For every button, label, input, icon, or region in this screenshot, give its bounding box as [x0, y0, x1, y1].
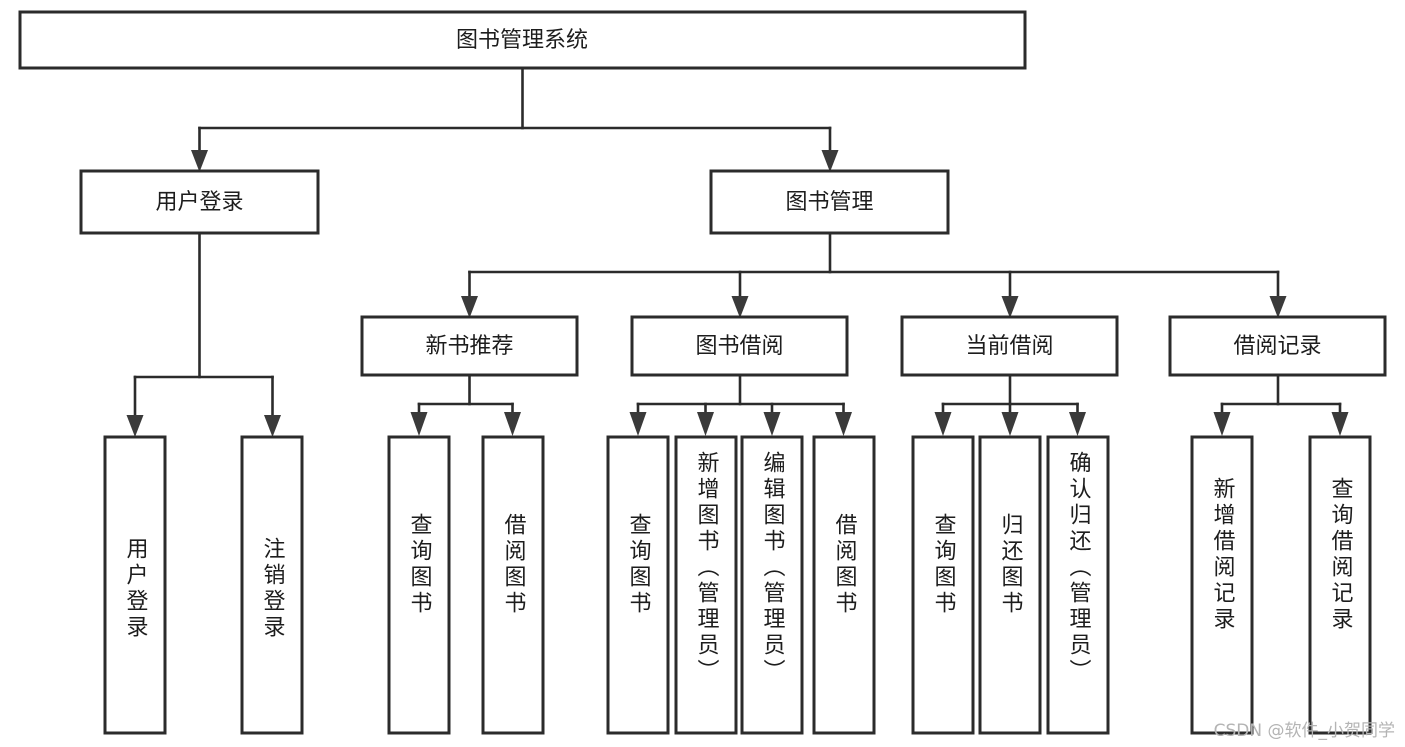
- leaf-query-record[interactable]: 查询借阅记录: [1308, 435, 1372, 735]
- leaf-user-login-label: 用户登录: [123, 537, 149, 641]
- leaf-borrow-book-1-label: 借阅图书: [501, 513, 527, 617]
- arrow-head-new-book-recommend: [461, 296, 478, 318]
- leaf-return-book-label: 归还图书: [998, 513, 1024, 617]
- leaf-query-book-3-box[interactable]: [911, 435, 975, 735]
- arrow-head-book-management: [821, 150, 839, 172]
- node-current-borrow[interactable]: 当前借阅: [900, 315, 1119, 377]
- node-book-borrow-box[interactable]: [630, 315, 849, 377]
- leaf-query-book-2-box[interactable]: [606, 435, 670, 735]
- arrow-head-user-login: [191, 150, 208, 172]
- leaf-edit-book-label: 编辑图书（管理员）: [760, 451, 786, 685]
- leaf-confirm-return-box[interactable]: [1046, 435, 1110, 735]
- node-new-book-recommend-label: 新书推荐: [425, 334, 513, 359]
- node-user-login[interactable]: 用户登录: [79, 169, 320, 235]
- leaf-query-book-2-label: 查询图书: [626, 513, 652, 617]
- leaf-query-book-1[interactable]: 查询图书: [387, 435, 451, 735]
- node-root-label: 图书管理系统: [456, 28, 588, 53]
- arrow-head-leaf-query-book-3: [934, 412, 952, 436]
- leaf-query-book-1-box[interactable]: [387, 435, 451, 735]
- leaf-edit-book[interactable]: 编辑图书（管理员）: [740, 435, 804, 735]
- node-book-borrow-label: 图书借阅: [695, 334, 783, 359]
- arrow-head-book-borrow: [731, 296, 749, 318]
- node-new-book-recommend[interactable]: 新书推荐: [360, 315, 579, 377]
- leaf-borrow-book-2-label: 借阅图书: [832, 513, 858, 617]
- leaf-logout-box[interactable]: [240, 435, 304, 735]
- leaf-user-login-box[interactable]: [103, 435, 167, 735]
- leaf-add-book[interactable]: 新增图书（管理员）: [674, 435, 738, 735]
- leaf-add-record[interactable]: 新增借阅记录: [1190, 435, 1254, 735]
- node-new-book-recommend-box[interactable]: [360, 315, 579, 377]
- leaf-query-book-3[interactable]: 查询图书: [911, 435, 975, 735]
- node-user-login-label: 用户登录: [155, 190, 243, 215]
- arrow-head-leaf-user-login: [126, 415, 144, 437]
- arrow-head-leaf-logout: [264, 415, 281, 437]
- connectors: [126, 66, 1349, 437]
- arrow-head-leaf-borrow-book-1: [504, 412, 521, 436]
- arrow-head-leaf-borrow-book-2: [835, 412, 852, 436]
- leaf-query-book-3-label: 查询图书: [931, 513, 957, 617]
- node-borrow-record-label: 借阅记录: [1233, 334, 1321, 359]
- node-book-management-label: 图书管理: [785, 190, 873, 215]
- arrow-head-leaf-add-book: [697, 412, 714, 436]
- arrow-head-borrow-record: [1269, 296, 1287, 318]
- leaf-logout-label: 注销登录: [260, 537, 286, 641]
- leaf-borrow-book-2[interactable]: 借阅图书: [812, 435, 876, 735]
- arrow-head-leaf-query-record: [1331, 412, 1349, 436]
- leaf-add-book-label: 新增图书（管理员）: [694, 451, 720, 685]
- leaf-borrow-book-1-box[interactable]: [481, 435, 545, 735]
- arrow-head-leaf-confirm-return: [1069, 412, 1086, 436]
- arrow-head-leaf-query-book-1: [410, 412, 428, 436]
- leaf-confirm-return-label: 确认归还（管理员）: [1066, 451, 1092, 685]
- leaf-confirm-return[interactable]: 确认归还（管理员）: [1046, 435, 1110, 735]
- leaf-logout[interactable]: 注销登录: [240, 435, 304, 735]
- arrow-head-leaf-add-record: [1213, 412, 1231, 436]
- leaf-add-book-box[interactable]: [674, 435, 738, 735]
- arrow-head-current-borrow: [1001, 296, 1019, 318]
- leaf-user-login[interactable]: 用户登录: [103, 435, 167, 735]
- arrow-head-leaf-return-book: [1001, 412, 1019, 436]
- leaf-return-book-box[interactable]: [978, 435, 1042, 735]
- node-current-borrow-label: 当前借阅: [965, 334, 1053, 359]
- node-book-borrow[interactable]: 图书借阅: [630, 315, 849, 377]
- arrow-head-leaf-query-book-2: [629, 412, 647, 436]
- node-borrow-record[interactable]: 借阅记录: [1168, 315, 1387, 377]
- leaf-add-record-label: 新增借阅记录: [1210, 477, 1236, 633]
- node-user-login-box[interactable]: [79, 169, 320, 235]
- leaf-query-book-2[interactable]: 查询图书: [606, 435, 670, 735]
- csdn-watermark: CSDN @软件_小贺同学: [1213, 721, 1395, 741]
- node-book-management-box[interactable]: [709, 169, 950, 235]
- arrow-head-leaf-edit-book: [763, 412, 781, 436]
- node-borrow-record-box[interactable]: [1168, 315, 1387, 377]
- leaf-return-book[interactable]: 归还图书: [978, 435, 1042, 735]
- node-current-borrow-box[interactable]: [900, 315, 1119, 377]
- leaf-borrow-book-2-box[interactable]: [812, 435, 876, 735]
- leaf-add-record-box[interactable]: [1190, 435, 1254, 735]
- leaf-edit-book-box[interactable]: [740, 435, 804, 735]
- node-root-box[interactable]: [18, 10, 1027, 70]
- leaf-query-record-box[interactable]: [1308, 435, 1372, 735]
- leaf-query-book-1-label: 查询图书: [407, 513, 433, 617]
- node-root[interactable]: 图书管理系统: [18, 10, 1027, 70]
- node-book-management[interactable]: 图书管理: [709, 169, 950, 235]
- leaf-borrow-book-1[interactable]: 借阅图书: [481, 435, 545, 735]
- leaf-query-record-label: 查询借阅记录: [1328, 477, 1354, 633]
